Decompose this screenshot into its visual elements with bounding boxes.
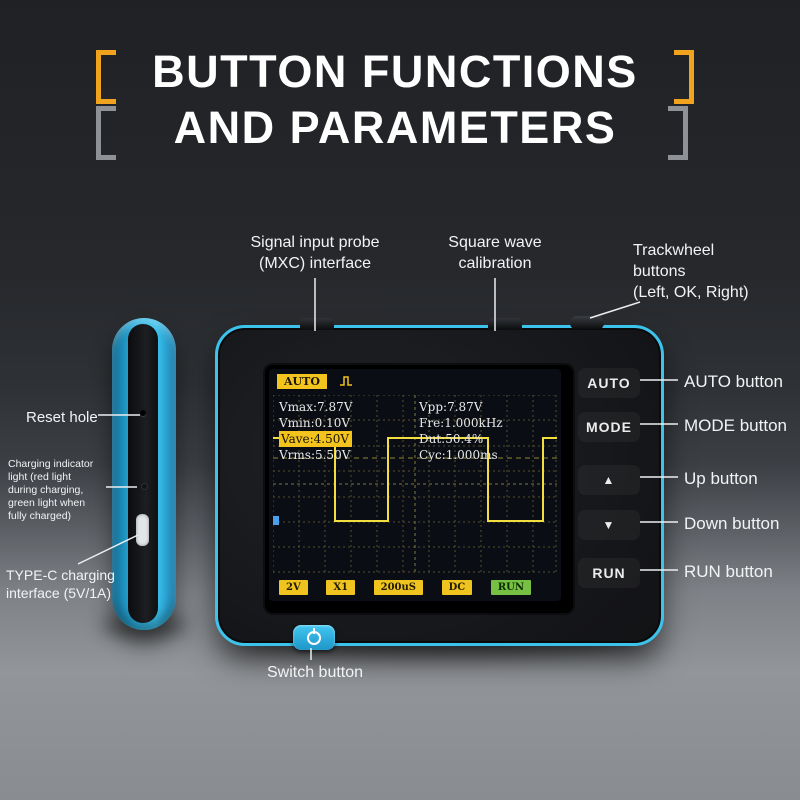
callout-switch-button: Switch button — [266, 664, 364, 681]
up-button: ▲ — [578, 465, 640, 495]
power-icon — [307, 630, 321, 645]
callout-square-wave: Square wave calibration — [448, 234, 542, 272]
measurement-cyc: Cyc:1.000ms — [419, 448, 498, 462]
callout-down-button: Down button — [684, 514, 780, 533]
bracket-bottom-left-icon — [96, 106, 116, 160]
probe-connector — [300, 318, 334, 330]
volt-scale-badge: 2V — [279, 580, 308, 595]
callout-up-button: Up button — [684, 469, 758, 488]
side-port-panel — [128, 324, 158, 623]
waveform-grid — [273, 395, 557, 573]
auto-button: AUTO — [578, 368, 640, 398]
callout-reset-hole: Reset hole — [26, 409, 98, 426]
leader-line-trackwheel — [589, 301, 641, 319]
title-line2: AND PARAMETERS — [173, 101, 617, 153]
measurement-vave: Vave:4.50V — [279, 431, 353, 447]
timebase-badge: 200uS — [373, 580, 423, 595]
measurement-vrms: Vrms:5.50V — [279, 448, 351, 462]
callout-trackwheel: Trackwheel buttons (Left, OK, Right) — [633, 242, 749, 301]
down-button: ▼ — [578, 510, 640, 540]
charging-indicator-led — [141, 483, 148, 490]
measurement-dut: Dut:50.4% — [419, 432, 484, 446]
lcd-display: AUTO — [269, 369, 561, 601]
trackwheel — [570, 316, 604, 330]
square-wave-trace — [273, 437, 557, 522]
status-bar: 2V X1 200uS DC RUN — [279, 580, 531, 595]
callout-auto-button: AUTO button — [684, 372, 783, 391]
callout-run-button: RUN button — [684, 562, 773, 581]
reset-hole — [140, 410, 146, 416]
measurements-left: Vmax:7.87V Vmin:0.10V Vave:4.50V Vrms:5.… — [279, 399, 353, 463]
callout-probe-interface: Signal input probe (MXC) interface — [250, 234, 380, 272]
type-c-port — [136, 514, 149, 546]
trigger-mode-badge: AUTO — [277, 373, 327, 389]
callout-mode-button: MODE button — [684, 416, 787, 435]
bracket-bottom-right-icon — [668, 106, 688, 160]
title: BUTTON FUNCTIONS AND PARAMETERS — [96, 46, 694, 160]
measurement-fre: Fre:1.000kHz — [419, 416, 503, 430]
trigger-position-marker — [273, 516, 279, 525]
callout-charging-light: Charging indicator light (red light duri… — [8, 458, 94, 522]
calibration-output — [488, 318, 522, 330]
oscilloscope-side-view — [112, 318, 176, 630]
measurement-vmin: Vmin:0.10V — [279, 416, 351, 430]
oscilloscope-front-view: AUTO — [215, 316, 664, 650]
lcd-top-bar: AUTO — [269, 369, 561, 393]
leader-line-typec — [77, 534, 139, 565]
measurement-vmax: Vmax:7.87V — [279, 400, 353, 414]
bracket-top-left-icon — [96, 50, 116, 104]
trigger-edge-icon — [339, 376, 352, 386]
bracket-top-right-icon — [674, 50, 694, 104]
run-state-badge: RUN — [490, 580, 531, 595]
probe-atten-badge: X1 — [326, 580, 356, 595]
coupling-badge: DC — [441, 580, 473, 595]
power-switch-button — [293, 625, 335, 650]
callout-typec-interface: TYPE-C charging interface (5V/1A) — [6, 567, 115, 601]
mode-button: MODE — [578, 412, 640, 442]
run-button: RUN — [578, 558, 640, 588]
measurement-vpp: Vpp:7.87V — [419, 400, 483, 414]
measurements-right: Vpp:7.87V Fre:1.000kHz Dut:50.4% Cyc:1.0… — [419, 399, 503, 463]
oscilloscope-screen: AUTO — [265, 365, 573, 613]
title-line1: BUTTON FUNCTIONS — [152, 46, 638, 97]
